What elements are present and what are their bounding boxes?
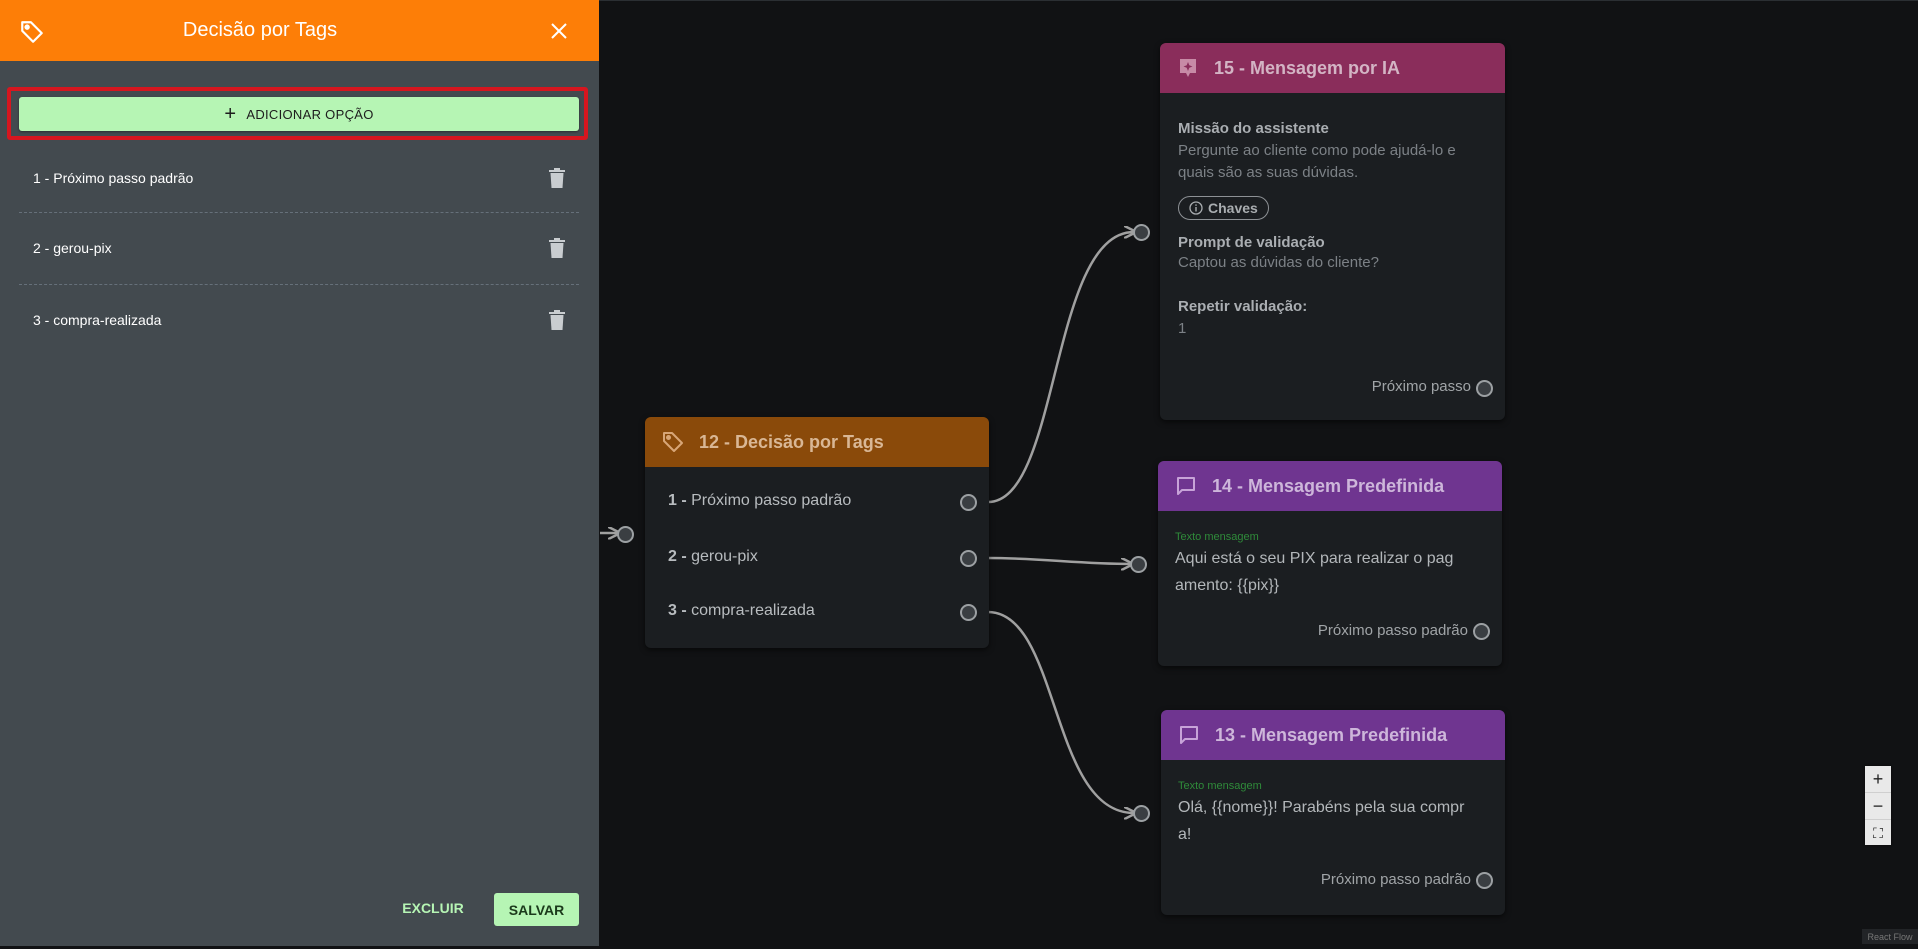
message-line: Aqui está o seu PIX para realizar o pag (1175, 550, 1454, 567)
msg13-input-handle[interactable] (1133, 805, 1150, 822)
keys-label: Chaves (1208, 200, 1258, 216)
keys-chip[interactable]: Chaves (1178, 196, 1269, 220)
decision-node-title: 12 - Decisão por Tags (699, 431, 884, 452)
option-number: 2 - (668, 548, 687, 565)
edge-option3-to-msg13 (987, 610, 1134, 813)
edge-option1-to-ia (987, 232, 1134, 504)
ia-message-node[interactable]: 15 - Mensagem por IA Missão do assistent… (1160, 43, 1505, 420)
panel-header: Decisão por Tags (0, 0, 599, 61)
msg13-output-handle[interactable] (1476, 872, 1493, 889)
msg13-node-title: 13 - Mensagem Predefinida (1215, 724, 1448, 745)
predefined-message-node-14[interactable]: 14 - Mensagem Predefinida Texto mensagem… (1158, 461, 1502, 666)
trash-icon[interactable] (549, 310, 565, 330)
option-text: compra-realizada (691, 602, 815, 619)
option-2-output-handle[interactable] (960, 550, 977, 567)
option-divider (19, 284, 579, 285)
msg14-node-title: 14 - Mensagem Predefinida (1212, 475, 1445, 496)
option-row: 1 - Próximo passo padrão (19, 143, 579, 213)
option-text: Próximo passo padrão (691, 492, 852, 509)
add-option-highlight (7, 87, 588, 140)
chat-bubble-icon (1180, 726, 1198, 744)
prompt-text: Captou as dúvidas do cliente? (1178, 254, 1379, 271)
panel-title: Decisão por Tags (182, 19, 338, 41)
option-label: 3 - compra-realizada (33, 312, 162, 328)
msg13-body: Texto mensagem Olá, {{nome}}! Parabéns p… (1178, 780, 1464, 848)
decision-node[interactable]: 12 - Decisão por Tags 1 - Próximo passo … (645, 417, 989, 648)
message-line: amento: {{pix}} (1175, 577, 1280, 594)
repeat-label: Repetir validação: (1178, 298, 1308, 315)
tags-decision-panel: Decisão por Tags + ADICIONAR OPÇÃO 1 - P… (0, 0, 599, 946)
ia-node-title: 15 - Mensagem por IA (1214, 57, 1401, 78)
text-message-label: Texto mensagem (1175, 531, 1259, 543)
ai-sparkle-icon (1180, 59, 1196, 77)
trash-icon[interactable] (549, 168, 565, 188)
zoom-out-button[interactable]: − (1865, 793, 1891, 820)
add-option-button[interactable]: + ADICIONAR OPÇÃO (19, 97, 579, 131)
option-divider (19, 212, 579, 213)
fit-view-button[interactable]: ⛶ (1873, 824, 1883, 841)
ia-node-body: Missão do assistente Pergunte ao cliente… (1178, 120, 1493, 340)
ia-output-handle[interactable] (1476, 380, 1493, 397)
save-button[interactable]: SALVAR (494, 893, 579, 926)
message-text: Aqui está o seu PIX para realizar o pag … (1175, 545, 1453, 599)
canvas-border (599, 0, 1918, 1)
predefined-message-node-13[interactable]: 13 - Mensagem Predefinida Texto mensagem… (1161, 710, 1505, 915)
tag-icon (663, 432, 683, 452)
msg14-output-handle[interactable] (1473, 623, 1490, 640)
mission-text: Pergunte ao cliente como pode ajudá-lo e… (1178, 142, 1456, 181)
add-option-label: ADICIONAR OPÇÃO (246, 106, 374, 122)
delete-button[interactable]: EXCLUIR (402, 900, 464, 916)
msg14-body: Texto mensagem Aqui está o seu PIX para … (1175, 531, 1453, 599)
zoom-controls: + − ⛶ (1865, 766, 1891, 845)
tag-icon (21, 21, 43, 43)
plus-icon: + (224, 103, 237, 125)
message-line: Olá, {{nome}}! Parabéns pela sua compr (1178, 799, 1465, 816)
option-1-output-handle[interactable] (960, 494, 977, 511)
decision-option-3: 3 - compra-realizada (668, 602, 815, 620)
edge-option2-to-msg14 (987, 556, 1131, 564)
option-number: 1 - (668, 492, 687, 509)
option-row: 3 - compra-realizada (19, 285, 579, 355)
prompt-label: Prompt de validação (1178, 234, 1325, 251)
mission-label: Missão do assistente (1178, 120, 1329, 137)
ia-node-header: 15 - Mensagem por IA (1160, 43, 1505, 93)
decision-option-1: 1 - Próximo passo padrão (668, 492, 851, 510)
msg13-node-header: 13 - Mensagem Predefinida (1161, 710, 1505, 760)
trash-icon[interactable] (549, 238, 565, 258)
info-icon (1189, 201, 1203, 215)
text-message-label: Texto mensagem (1178, 780, 1262, 792)
ia-next-label: Próximo passo (1371, 378, 1471, 395)
option-text: gerou-pix (691, 548, 758, 565)
close-icon[interactable] (549, 21, 569, 41)
msg14-next-label: Próximo passo padrão (1317, 622, 1468, 639)
decision-input-handle[interactable] (617, 526, 634, 543)
decision-option-2: 2 - gerou-pix (668, 548, 758, 566)
option-3-output-handle[interactable] (960, 604, 977, 621)
message-text: Olá, {{nome}}! Parabéns pela sua compr a… (1178, 794, 1464, 848)
chat-bubble-icon (1177, 477, 1195, 495)
option-label: 1 - Próximo passo padrão (33, 170, 194, 186)
react-flow-attribution[interactable]: React Flow (1862, 929, 1918, 944)
msg13-next-label: Próximo passo padrão (1320, 871, 1471, 888)
message-line: a! (1178, 826, 1192, 843)
msg14-input-handle[interactable] (1130, 556, 1147, 573)
ia-input-handle[interactable] (1133, 224, 1150, 241)
decision-node-header: 12 - Decisão por Tags (645, 417, 989, 467)
option-row: 2 - gerou-pix (19, 213, 579, 283)
repeat-value: 1 (1178, 320, 1187, 337)
option-label: 2 - gerou-pix (33, 240, 112, 256)
msg14-node-header: 14 - Mensagem Predefinida (1158, 461, 1502, 511)
zoom-in-button[interactable]: + (1865, 766, 1891, 793)
option-number: 3 - (668, 602, 687, 619)
